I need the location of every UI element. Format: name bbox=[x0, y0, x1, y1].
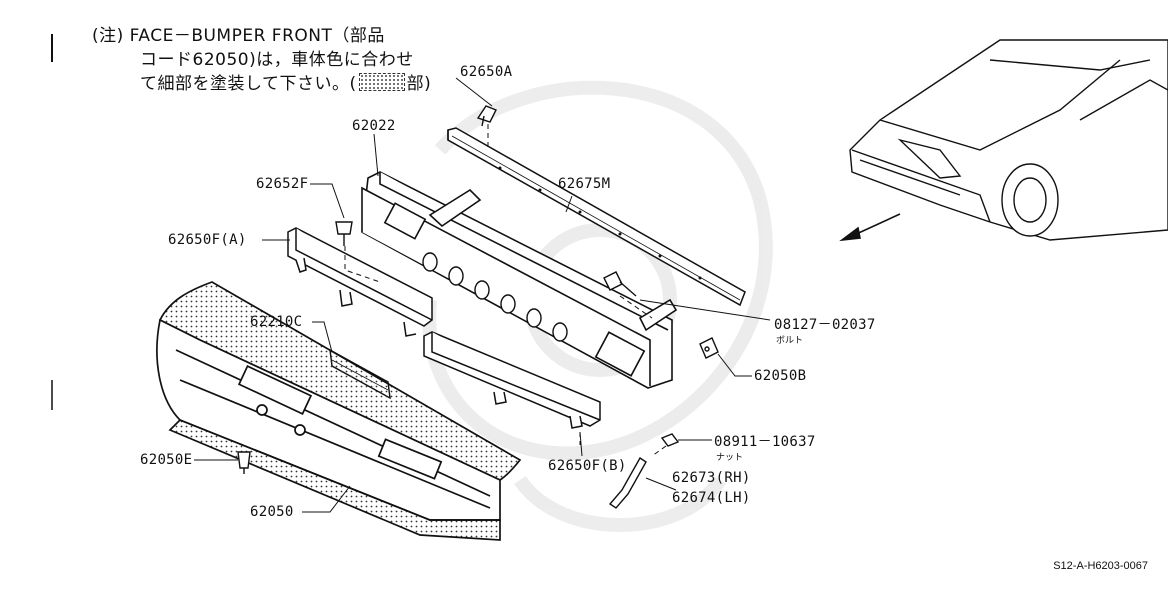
direction-arrow bbox=[839, 213, 901, 242]
label-08127-sub: ボルト bbox=[776, 336, 804, 346]
label-62650FB: 62650F(B) bbox=[548, 458, 627, 474]
part-62650FA-absorber bbox=[287, 227, 433, 337]
label-62674-LH: 62674(LH) bbox=[672, 490, 751, 506]
label-62675M: 62675M bbox=[558, 176, 611, 192]
part-08911-nut bbox=[660, 433, 680, 447]
label-62022: 62022 bbox=[352, 118, 396, 134]
painting-note: (注) FACE－BUMPER FRONT（部品 コード62050)は，車体色に… bbox=[92, 24, 431, 96]
part-62022-armature bbox=[361, 171, 678, 389]
note-line-3-b: 部) bbox=[406, 74, 432, 94]
part-62652F-clip bbox=[335, 221, 353, 246]
part-62650FB-absorber bbox=[423, 331, 601, 429]
part-62650A-bolt bbox=[476, 105, 497, 127]
note-line-3-a: て細部を塗装して下さい。( bbox=[140, 74, 357, 94]
part-62050B-clip bbox=[699, 337, 719, 359]
diagram-code: S12-A-H6203-0067 bbox=[1053, 560, 1148, 572]
leader-lines bbox=[194, 77, 771, 513]
part-62050-bumper-face bbox=[156, 281, 522, 541]
dotted-area-swatch bbox=[358, 73, 405, 91]
note-line-2: コード62050)は，車体色に合わせ bbox=[140, 50, 414, 70]
label-08911-sub: ナット bbox=[716, 453, 744, 463]
label-62650A: 62650A bbox=[460, 64, 513, 80]
label-62050B: 62050B bbox=[754, 368, 807, 384]
label-62652F: 62652F bbox=[256, 176, 309, 192]
note-line-3: て細部を塗装して下さい。( 部) bbox=[92, 72, 431, 96]
part-62675M-strip bbox=[447, 127, 746, 307]
label-08911-10637: 08911－10637 bbox=[714, 434, 816, 450]
label-62050E: 62050E bbox=[140, 452, 193, 468]
label-08127-02037: 08127－02037 bbox=[774, 317, 876, 333]
note-line-1: (注) FACE－BUMPER FRONT（部品 bbox=[92, 26, 385, 46]
strip-holes bbox=[498, 166, 702, 280]
part-62050E-clip bbox=[237, 451, 251, 474]
label-62673-RH: 62673(RH) bbox=[672, 470, 751, 486]
armature-holes bbox=[422, 252, 568, 342]
label-62050: 62050 bbox=[250, 504, 294, 520]
label-62650FA: 62650F(A) bbox=[168, 232, 247, 248]
car-locator-illustration bbox=[849, 39, 1168, 241]
label-62210C: 62210C bbox=[250, 314, 303, 330]
part-62673-bracket bbox=[608, 456, 647, 509]
part-08127-bolt bbox=[603, 271, 637, 297]
